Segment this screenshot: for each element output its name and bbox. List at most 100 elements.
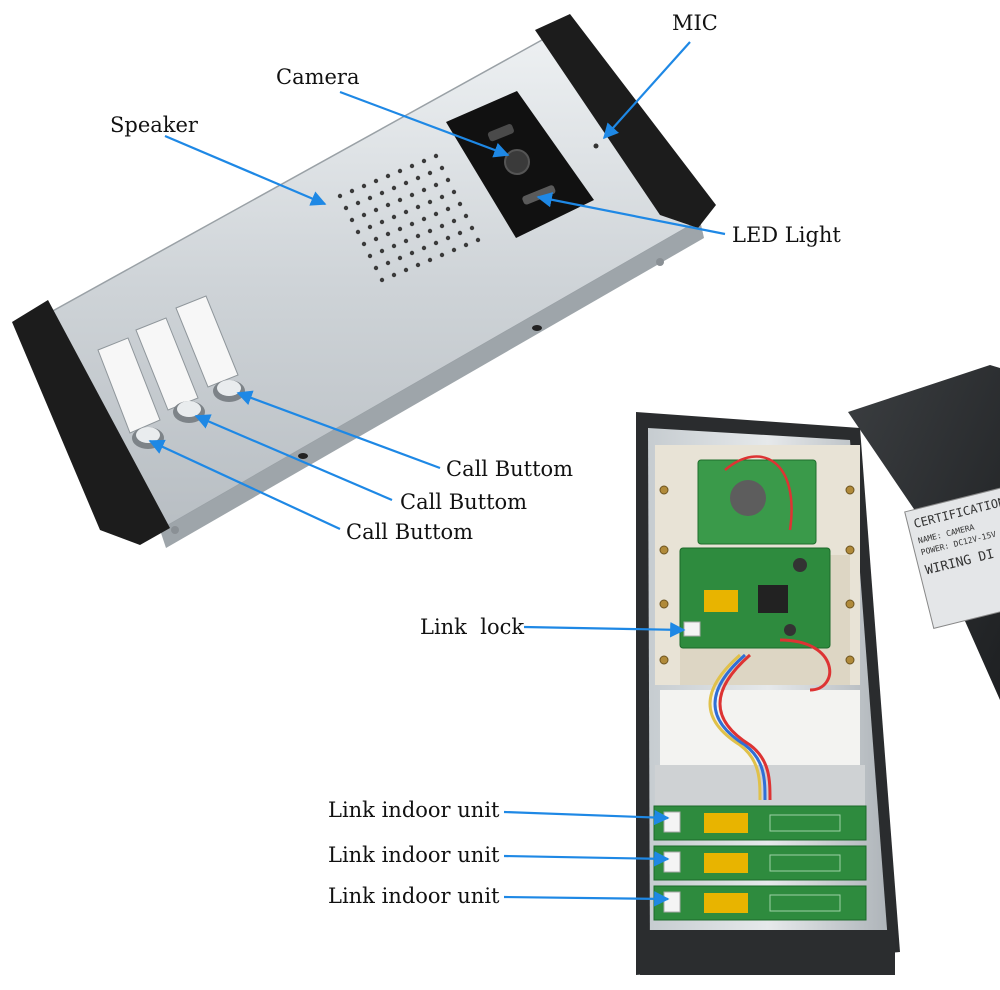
label-led-light: LED Light [732,223,841,247]
speaker-hole [379,219,385,225]
speaker-hole [457,201,463,207]
speaker-hole [469,225,475,231]
left-end-cap [12,300,170,545]
speaker-hole [409,250,415,256]
frame-screw [659,545,669,555]
wire-bundle [708,653,762,801]
outdoor-unit-open: CERTIFICATION NAME: CAMERA POWER: DC12V-… [636,365,1000,975]
speaker-hole [445,235,451,241]
label-call-button-3: Call Buttom [346,520,473,544]
frame-screw [845,599,855,609]
speaker-hole [415,175,421,181]
speaker-hole [409,163,415,169]
speaker-hole [373,236,379,242]
speaker-hole [475,237,481,243]
speaker-hole [433,153,439,159]
right-end-cap [535,14,716,228]
speaker-hole [367,195,373,201]
screw [656,258,664,266]
speaker-hole [349,217,355,223]
speaker-hole [385,231,391,237]
speaker-hole [379,190,385,196]
speaker-hole [403,180,409,186]
speaker-hole [409,192,415,198]
chip [758,585,788,613]
indoor-relay [704,893,748,913]
indoor-connector [663,851,681,873]
arrow-indoor-1 [503,809,670,826]
capacitor [784,624,796,636]
speaker-hole [385,260,391,266]
frame-screws [659,485,855,665]
arrow-camera [339,90,510,158]
speaker-hole [343,205,349,211]
name-slot-1 [97,337,161,434]
label-call-button-1: Call Buttom [446,457,573,481]
speaker-hole [445,206,451,212]
speaker-hole [463,213,469,219]
speaker-hole [397,226,403,232]
frame-screw [659,599,669,609]
speaker-hole [373,265,379,271]
speaker-hole [451,189,457,195]
speaker-hole [421,187,427,193]
main-pcb [679,547,831,649]
label-link-indoor-unit-3: Link indoor unit [328,884,500,908]
speaker-hole [355,200,361,206]
frame-screw [845,545,855,555]
frame-screw [845,485,855,495]
call-button-2[interactable] [173,401,205,423]
speaker-hole [367,253,373,259]
call-button-3[interactable] [213,380,245,402]
indoor-link-board [653,885,867,921]
speaker-hole [397,168,403,174]
camera-top-slot [487,124,514,142]
speaker-hole [433,240,439,246]
speaker-hole [361,241,367,247]
speaker-hole [445,177,451,183]
indoor-connector [663,811,681,833]
bottom-lip [640,930,895,975]
camera-module [730,480,766,516]
arrow-mic [602,41,691,140]
speaker-hole [367,224,373,230]
arrow-indoor-3 [503,891,670,907]
name-slot-3 [175,295,239,388]
speaker-hole [415,204,421,210]
speaker-hole [427,199,433,205]
speaker-hole [373,207,379,213]
speaker-hole [391,185,397,191]
speaker-grille [337,153,481,283]
mic-hole [593,143,599,149]
arrow-call-button-1 [236,390,441,470]
indoor-board-pcb [653,845,867,881]
indoor-link-board [653,805,867,841]
speaker-hole [421,245,427,251]
speaker-hole [427,228,433,234]
speaker-hole [439,165,445,171]
label-link-indoor-unit-1: Link indoor unit [328,798,500,822]
speaker-hole [379,248,385,254]
wire-top-loop [724,455,793,531]
main-relay [704,590,738,612]
frame-screw [659,485,669,495]
name-slot-2 [135,317,199,411]
back-lid [848,365,1000,700]
label-mic: MIC [672,11,718,35]
arrow-speaker [164,134,327,206]
speaker-hole [451,247,457,253]
speaker-hole [427,170,433,176]
speaker-hole [397,255,403,261]
speaker-hole [403,209,409,215]
mount-hole [298,453,308,459]
speaker-hole [379,277,385,283]
speaker-hole [409,221,415,227]
speaker-hole [403,267,409,273]
speaker-hole [427,257,433,263]
indoor-board-pcb [653,885,867,921]
arrow-link-lock [523,622,686,638]
indoor-connector [663,891,681,913]
label-link-indoor-unit-2: Link indoor unit [328,843,500,867]
speaker-hole [439,223,445,229]
